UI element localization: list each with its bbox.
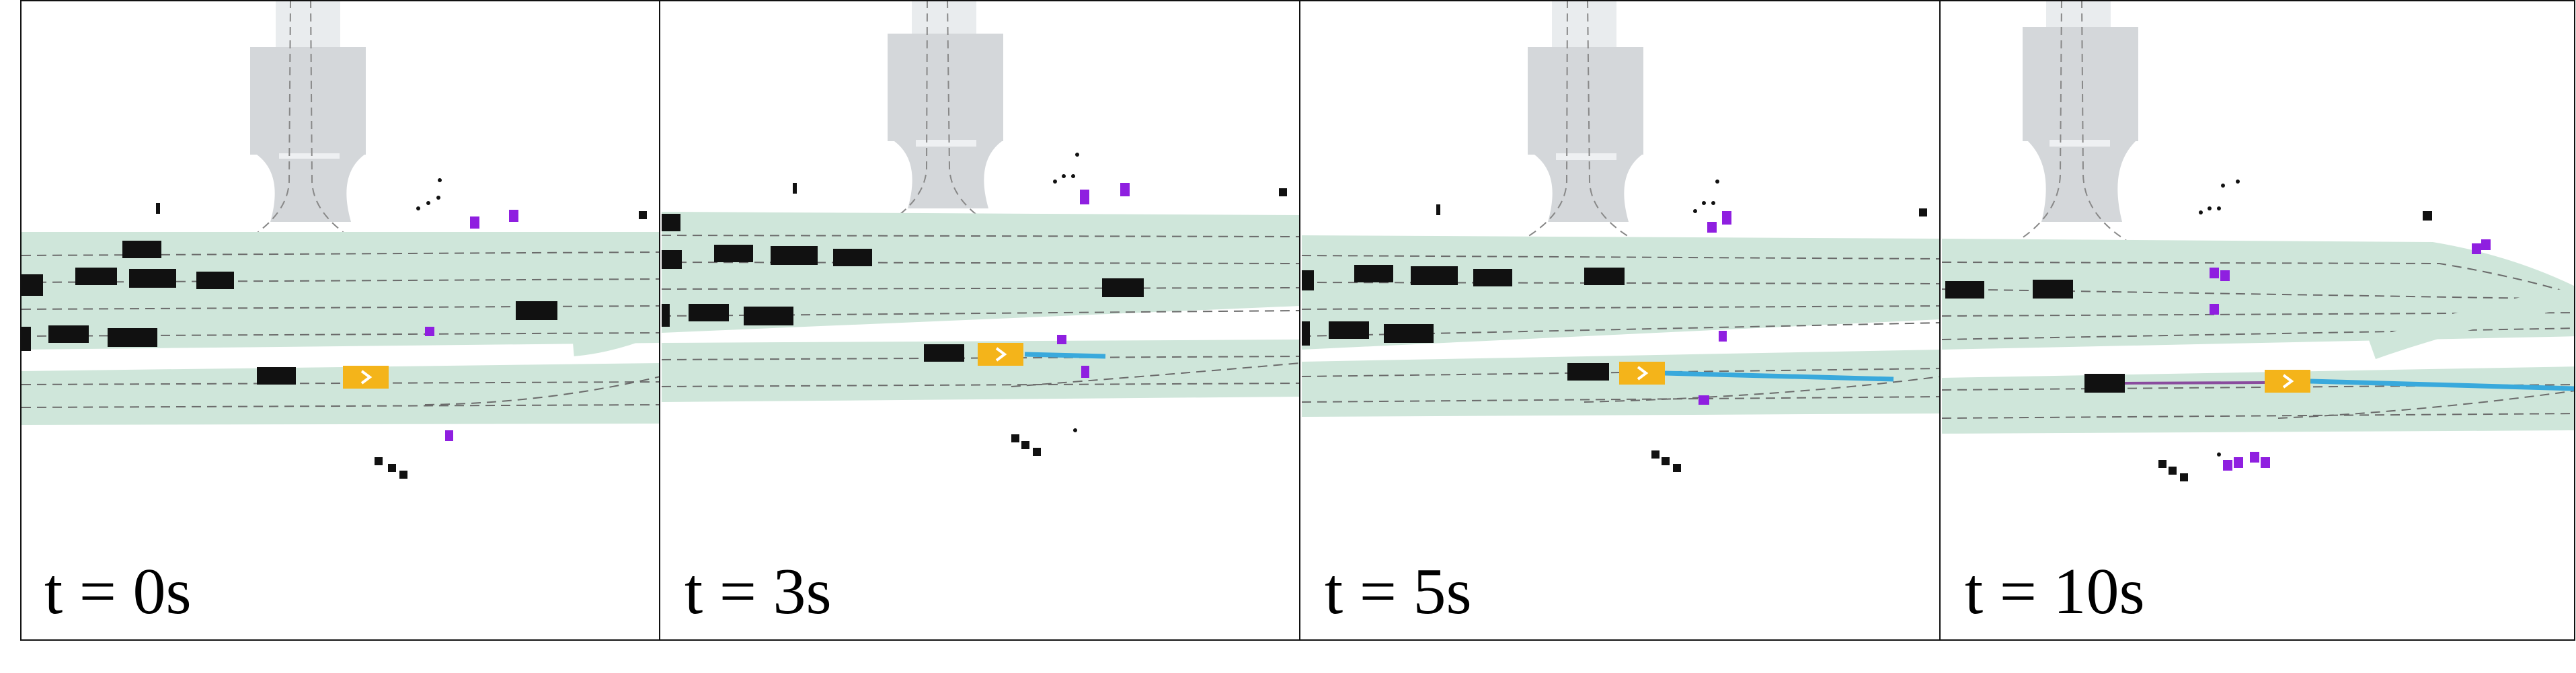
scene-t5	[1302, 0, 1941, 472]
planned-trajectory	[1664, 370, 1894, 382]
other-vehicles	[22, 203, 647, 385]
ego-vehicle	[1619, 362, 1894, 385]
highway-road	[1942, 239, 2575, 434]
static-objects	[1651, 180, 1719, 472]
time-label: t = 5s	[1325, 555, 1472, 628]
highway-road	[22, 232, 660, 425]
static-objects	[2158, 180, 2240, 481]
panel-divider	[659, 0, 660, 641]
pedestrians	[1057, 183, 1130, 378]
intersection-road	[243, 0, 366, 243]
highway-road	[662, 212, 1300, 402]
highway-road	[1302, 235, 1941, 417]
scene-t0	[22, 0, 660, 479]
other-vehicles	[1302, 204, 1927, 381]
static-objects	[1011, 153, 1079, 456]
time-label: t = 10s	[1965, 555, 2145, 628]
panel-t0: t = 0s	[22, 0, 660, 642]
other-vehicles	[1945, 211, 2432, 393]
ego-vehicle	[2124, 370, 2575, 393]
panel-t3: t = 3s	[662, 0, 1300, 642]
planned-trajectory	[1024, 352, 1106, 359]
pedestrians	[2210, 239, 2491, 471]
other-vehicles	[662, 183, 1287, 362]
panel-divider	[1299, 0, 1300, 641]
ego-vehicle	[978, 343, 1106, 366]
panel-t10: t = 10s	[1942, 0, 2575, 642]
planned-trajectory	[2310, 379, 2575, 391]
panel-t5: t = 5s	[1302, 0, 1941, 642]
intersection-road	[2015, 0, 2138, 243]
time-label: t = 0s	[44, 555, 192, 628]
scene-t10	[1942, 0, 2575, 481]
static-objects	[375, 178, 442, 479]
ego-vehicle	[343, 366, 389, 389]
time-label: t = 3s	[685, 555, 832, 628]
pedestrians	[425, 210, 518, 441]
intersection-road	[1520, 0, 1643, 241]
pedestrians	[1699, 211, 1731, 405]
panel-divider	[1939, 0, 1941, 641]
scene-t3	[662, 0, 1300, 456]
intersection-road	[880, 0, 1003, 228]
